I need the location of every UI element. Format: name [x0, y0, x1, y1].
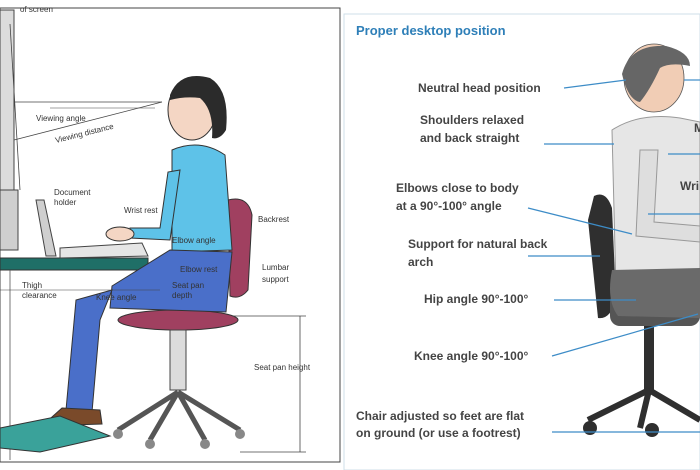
person-arm — [129, 169, 181, 241]
desk-top — [0, 257, 149, 271]
label-seat-pan-height: Seat pan height — [254, 363, 311, 372]
label-cut-wri: Wri — [680, 179, 699, 193]
chair-base — [116, 389, 242, 442]
right-leader-lines — [527, 79, 700, 433]
keyboard — [59, 242, 149, 259]
label-top-of-screen: of screen — [20, 5, 53, 14]
label-document-holder-2: holder — [54, 198, 77, 207]
label-elbows-1: Elbows close to body — [396, 181, 519, 195]
chair-backrest — [227, 198, 253, 298]
label-knee-angle-right: Knee angle 90°-100° — [414, 349, 529, 363]
label-cut-m: M — [694, 121, 700, 135]
chair-wheel — [113, 429, 123, 439]
label-wrist-rest: Wrist rest — [124, 206, 158, 215]
label-neutral-head: Neutral head position — [418, 81, 541, 95]
right-person-hair — [622, 45, 690, 102]
chair-wheel — [200, 439, 210, 449]
label-back-support-2: arch — [408, 255, 433, 269]
leader-elbows — [527, 207, 633, 235]
right-person-legs — [610, 268, 700, 318]
left-diagram: of screen Viewing angle Viewing distance… — [0, 5, 341, 463]
right-chair-wheel — [583, 421, 597, 435]
label-elbow-angle: Elbow angle — [172, 236, 216, 245]
label-lumbar-support-2: support — [262, 275, 289, 284]
document-holder — [35, 199, 57, 257]
right-title: Proper desktop position — [356, 23, 506, 38]
label-back-support-1: Support for natural back — [408, 237, 548, 251]
label-document-holder-1: Document — [54, 188, 91, 197]
right-person-arm — [635, 149, 700, 243]
right-chair-post — [644, 326, 654, 390]
viewing-angle-line — [13, 101, 163, 141]
label-elbows-2: at a 90°-100° angle — [396, 199, 502, 213]
person-torso — [171, 144, 233, 253]
right-diagram: Proper desktop position Neutral head — [343, 13, 700, 470]
person-hair — [170, 76, 227, 139]
label-hip-angle: Hip angle 90°-100° — [424, 292, 529, 306]
label-elbow-rest: Elbow rest — [180, 265, 218, 274]
chair-seat — [117, 309, 239, 331]
right-person-torso — [611, 116, 700, 293]
monitor — [0, 9, 15, 196]
person-hand — [105, 226, 135, 242]
label-seat-pan-depth-1: Seat pan — [172, 281, 204, 290]
label-shoulders-2: and back straight — [420, 131, 519, 145]
monitor-stand — [0, 189, 19, 251]
label-seat-pan-depth-2: depth — [172, 291, 192, 300]
label-thigh-clearance-1: Thigh — [22, 281, 42, 290]
leader-knee — [551, 313, 699, 357]
label-thigh-clearance-2: clearance — [22, 291, 57, 300]
chair-post — [169, 329, 187, 391]
leader-head — [563, 79, 627, 89]
label-viewing-angle: Viewing angle — [36, 114, 86, 123]
footrest — [0, 415, 112, 453]
label-knee-angle: Knee angle — [96, 293, 137, 302]
label-chair-1: Chair adjusted so feet are flat — [356, 409, 524, 423]
right-chair-base — [586, 387, 700, 429]
right-chair-wheel — [645, 423, 659, 437]
chair-wheel — [235, 429, 245, 439]
right-chair-backrest — [588, 194, 616, 319]
monitor-screen-edge — [9, 23, 21, 191]
label-chair-2: on ground (or use a footrest) — [356, 426, 521, 440]
chair-wheel — [145, 439, 155, 449]
label-backrest: Backrest — [258, 215, 290, 224]
person-thigh — [109, 249, 233, 313]
label-shoulders-1: Shoulders relaxed — [420, 113, 524, 127]
label-lumbar-support-1: Lumbar — [262, 263, 289, 272]
